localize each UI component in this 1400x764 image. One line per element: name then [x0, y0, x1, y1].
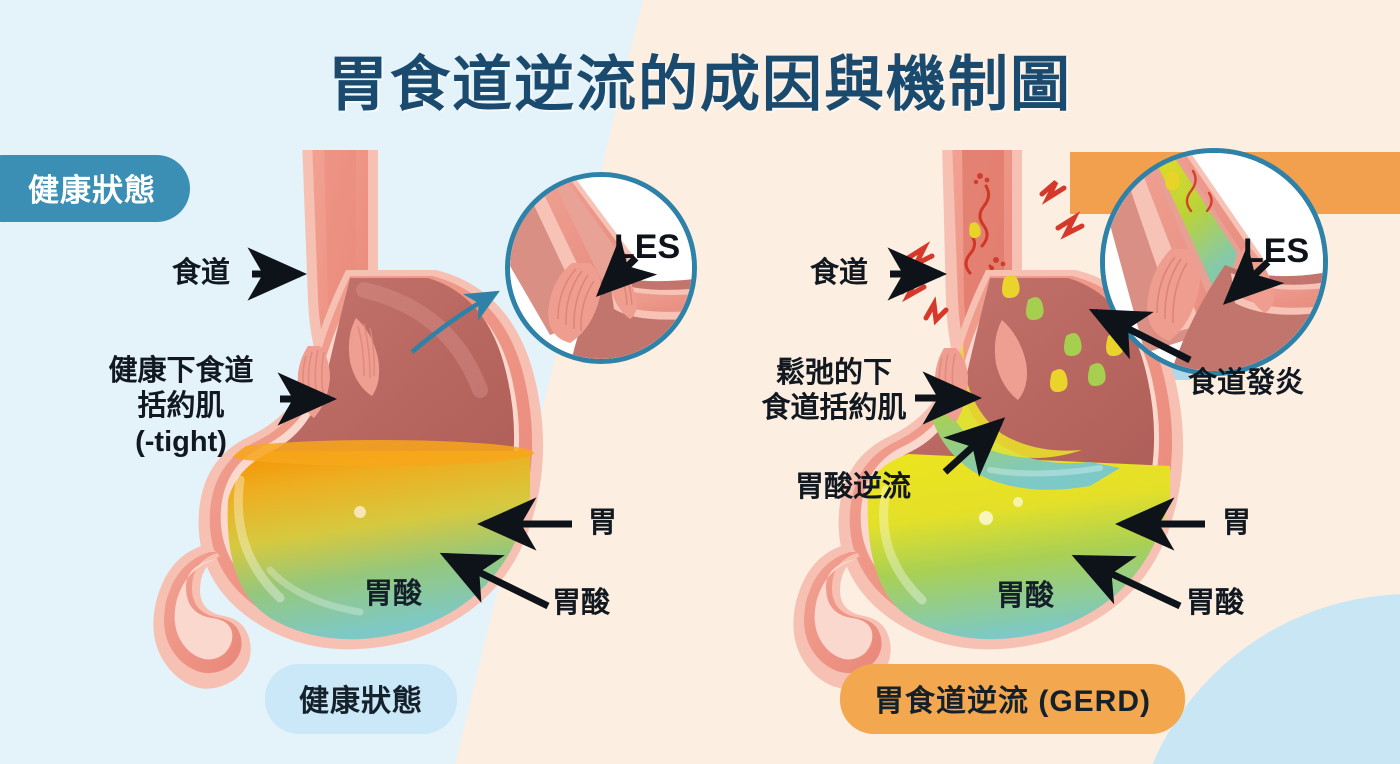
label-esophagus-right: 食道: [810, 257, 869, 289]
gerd-stomach-illustration: [793, 150, 1184, 689]
label-acid-reflux: 胃酸逆流: [795, 471, 912, 503]
badge-gerd-bottom: 胃食道逆流 (GERD): [840, 664, 1185, 734]
healthy-les-inset-circle: [505, 172, 697, 364]
label-stomach-right: 胃: [1222, 507, 1252, 539]
label-stomach-left: 胃: [588, 507, 618, 539]
label-esophagus-left: 食道: [172, 257, 231, 289]
label-acid-right: 胃酸: [1186, 587, 1245, 619]
label-acid-left: 胃酸: [552, 587, 611, 619]
badge-healthy-top: 健康狀態: [0, 155, 190, 222]
label-healthy-les: 健康下食道 括約肌 (-tight): [108, 355, 254, 458]
label-relaxed-les: 鬆弛的下 食道括約肌: [761, 357, 907, 425]
page-title: 胃食道逆流的成因與機制圖: [328, 51, 1072, 118]
label-acid-inside-left: 胃酸: [364, 578, 423, 610]
badge-healthy-bottom: 健康狀態: [265, 664, 457, 734]
left-inset-les-label: LES: [614, 228, 681, 266]
right-inset-les-label: LES: [1243, 232, 1310, 270]
label-esophagitis: 食道發炎: [1188, 367, 1305, 399]
label-acid-inside-right: 胃酸: [996, 580, 1055, 612]
